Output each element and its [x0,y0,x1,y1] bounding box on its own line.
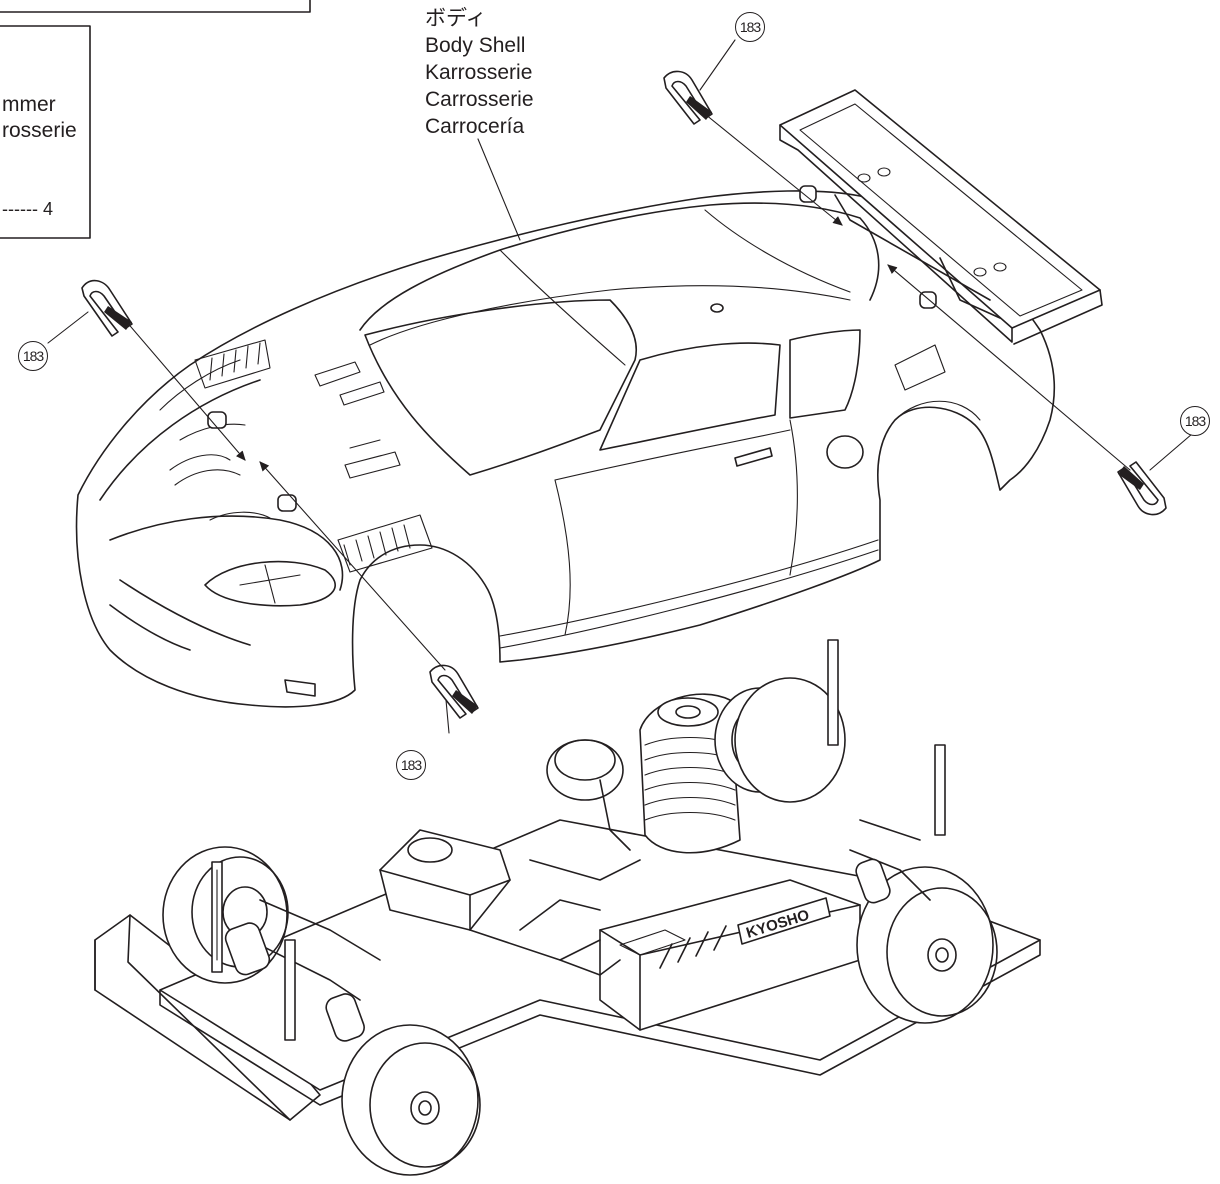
part-callout-183: 183 [18,341,48,371]
body-label-french: Carrosserie [425,88,534,111]
clip-guide-lines [124,109,1131,671]
rear-wing-drawing [779,89,1103,345]
front-right-wheel [341,1024,481,1176]
body-post-rear-left [799,185,817,203]
body-clip-icon [81,279,133,337]
rear-left-wheel [734,677,846,803]
part-callout-183: 183 [735,12,765,42]
rear-right-wheel [856,866,998,1024]
body-clip-icon [1117,461,1167,516]
chassis-body-post [827,639,839,746]
part-callout-183: 183 [396,750,426,780]
body-label-spanish: Carrocería [425,115,525,138]
part-callout-183: 183 [1180,406,1210,436]
chassis-drawing: KYOSHO [94,639,1041,1176]
body-shell-drawing [75,185,1056,708]
body-clip-icon [663,70,713,125]
legend-text-2: rosserie [2,119,77,142]
legend-quantity: ------ 4 [2,199,53,219]
body-label-german: Karrosserie [425,61,533,84]
body-label-japanese: ボディ [425,7,487,30]
chassis-body-post [934,744,946,836]
chassis-body-post [284,939,296,1041]
top-frame [0,0,311,239]
legend-text-1: mmer [2,93,56,116]
callout-leaders [47,39,1193,734]
body-post-front-right [277,494,297,512]
chassis-body-post [211,861,223,973]
body-clip-icon [429,664,479,719]
body-label-english: Body Shell [425,34,526,57]
